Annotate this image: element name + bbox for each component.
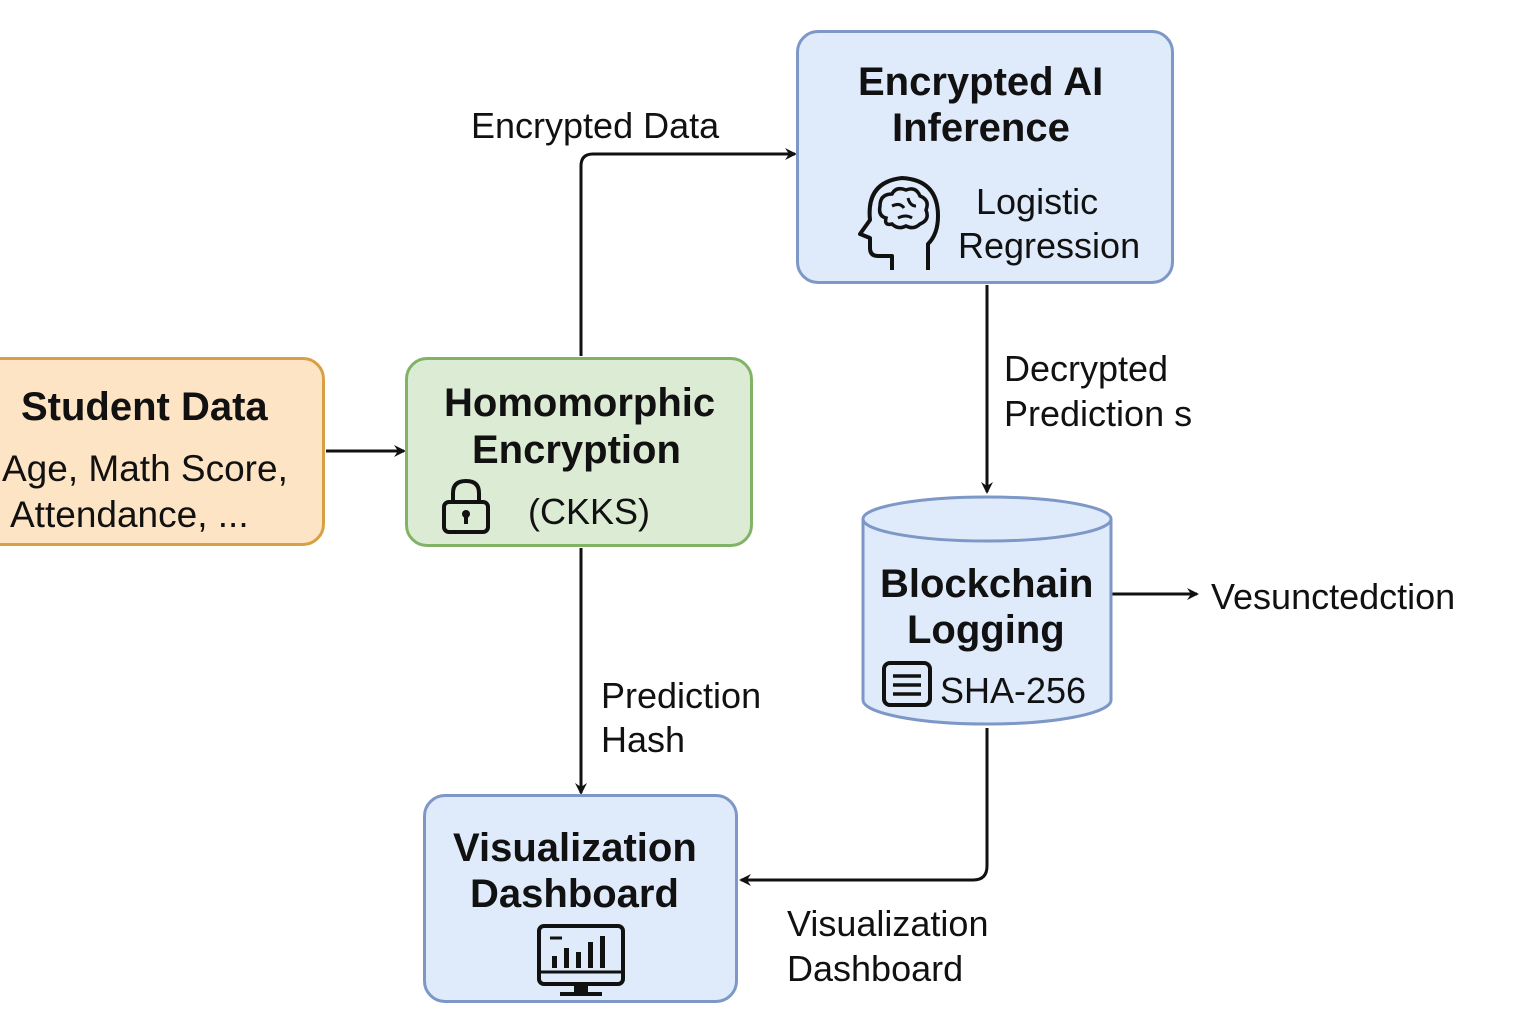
student-data-fields-line1: Age, Math Score, (2, 448, 288, 489)
blockchain-logging-node (861, 495, 1113, 726)
dashboard-title-line1: Visualization (453, 826, 697, 870)
encrypted-inference-node (796, 30, 1174, 284)
bar-chart-monitor-icon (537, 924, 625, 996)
inference-title-line1: Encrypted AI (858, 60, 1104, 104)
blockchain-hash-algorithm: SHA-256 (940, 670, 1087, 711)
lock-icon (442, 478, 490, 534)
student-data-fields-line2: Attendance, ... (10, 494, 249, 535)
arrow-blockchain-to-dashboard (739, 728, 989, 886)
inference-model-line2: Regression (958, 225, 1141, 266)
edge-label-encrypted-data: Encrypted Data (471, 105, 720, 146)
blockchain-title-line2: Logging (907, 608, 1065, 652)
homomorphic-title-line1: Homomorphic (444, 381, 716, 425)
homomorphic-encryption-node (405, 357, 753, 547)
inference-title-line2: Inference (892, 106, 1070, 150)
homomorphic-scheme: (CKKS) (528, 491, 651, 532)
student-data-title: Student Data (21, 385, 268, 429)
edge-label-decrypted-line2: Prediction s (1004, 393, 1193, 434)
edge-label-dashboard-line1: Visualization (787, 903, 989, 944)
visualization-dashboard-node (423, 794, 738, 1003)
edge-label-prediction-line2: Hash (601, 719, 686, 760)
student-data-node (0, 357, 325, 546)
edge-label-decrypted-line1: Decrypted (1004, 348, 1169, 389)
edge-label-dashboard-line2: Dashboard (787, 948, 964, 989)
edge-label-prediction-line1: Prediction (601, 675, 762, 716)
blockchain-title-line1: Blockchain (880, 562, 1094, 606)
dashboard-title-line2: Dashboard (470, 872, 679, 916)
brain-head-icon (858, 176, 940, 270)
arrow-encryption-to-inference (579, 148, 797, 356)
inference-model-line1: Logistic (976, 181, 1099, 222)
edge-label-verification: Vesunctedction (1211, 576, 1456, 617)
ledger-icon (882, 661, 932, 707)
homomorphic-title-line2: Encryption (472, 428, 681, 472)
